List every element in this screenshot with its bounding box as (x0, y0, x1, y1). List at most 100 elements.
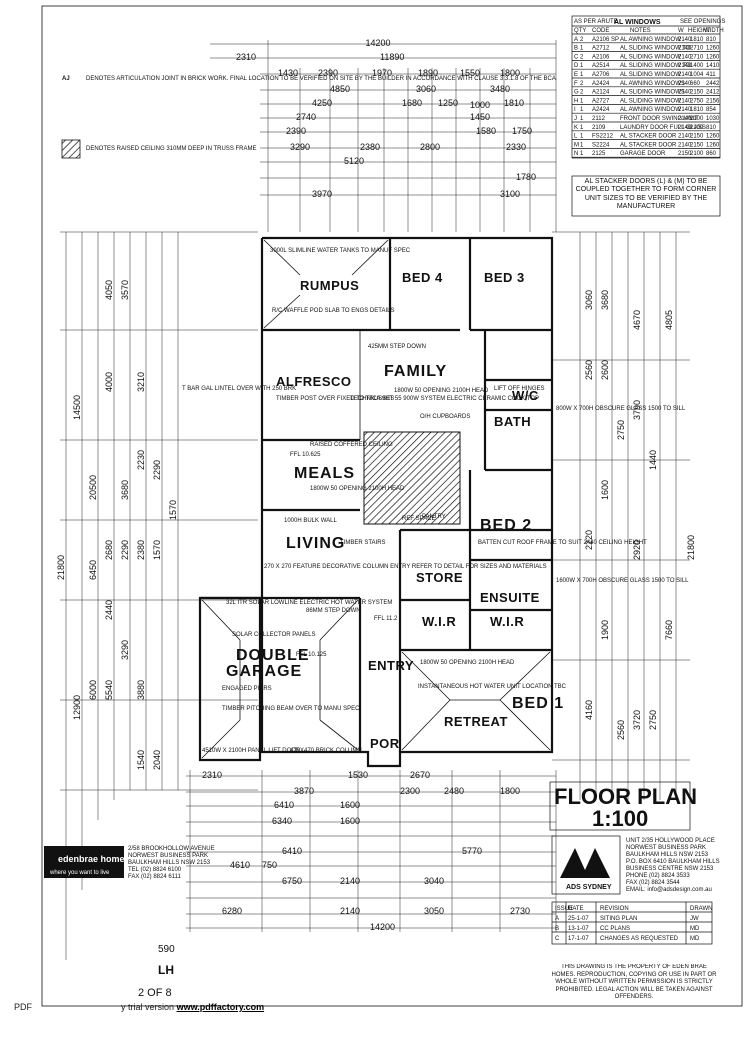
dim-bottom-6: 1800 (500, 786, 520, 796)
note-ffl-garage: FFL 10.125 (296, 652, 327, 658)
dim-top-5: 1890 (418, 68, 438, 78)
schedule-cell: 1260 (706, 54, 720, 60)
page-labels: 590 LH 2 OF 8 (138, 944, 175, 999)
dim-right-6: 3790 (632, 400, 642, 420)
note-garage-door: 4510W X 2100H PANEL LIFT DOOR (202, 748, 301, 754)
schedule-cell: 1260 (706, 46, 720, 52)
dim-top-9: 3060 (416, 84, 436, 94)
schedule-cell: AL SLIDING WINDOW TD (620, 63, 691, 69)
schedule-cell: 2140 (678, 107, 692, 113)
note-waffle-slab: R/C WAFFLE POD SLAB TO ENGS DETAILS (272, 308, 394, 314)
schedule-cell: 1004 (690, 72, 704, 78)
note-t-bar: T BAR GAL LINTEL OVER WITH 250 BRK (182, 386, 296, 392)
dim-bottom-13: 4610 (230, 860, 250, 870)
copyright-notice: THIS DRAWING IS THE PROPERTY OF EDEN BRA… (551, 964, 717, 1000)
schedule-cell: 1 (580, 72, 584, 78)
title-block: FLOOR PLAN 1:100 ADS SYDNEY UNIT 2/35 HO… (549, 781, 720, 1000)
schedule-cell: A2706 (592, 72, 610, 78)
dim-bottom-15: 6280 (222, 906, 242, 916)
revision-cell: 13-1-07 (568, 926, 589, 932)
schedule-cell: 2710 (690, 46, 704, 52)
room-pantry: PANTRY (422, 514, 446, 520)
dim-left-2: 12900 (72, 695, 82, 720)
drafter-address-line: UNIT 2/35 HOLLYWOOD PLACE (626, 838, 715, 844)
drafter-address-line: PHONE (02) 8824 3533 (626, 873, 690, 879)
footer-text: y trial version (121, 1002, 177, 1012)
dim-bottom-3: 3870 (294, 786, 314, 796)
schedule-cell: 2140 (678, 116, 692, 122)
schedule-cell: 2 (580, 37, 584, 43)
note-step-down-garage: 86MM STEP DOWN (306, 608, 361, 614)
schedule-cell: A2514 (592, 63, 610, 69)
schedule-cell: 2 (580, 54, 584, 60)
schedule-cell: 2140 (678, 142, 692, 148)
schedule-cell: A2106 SP (592, 37, 619, 43)
schedule-cell: 2750 (690, 98, 704, 104)
dim-left-4: 3570 (120, 280, 130, 300)
schedule-cell: AL STACKER DOOR (620, 142, 677, 148)
schedule-cell: B (574, 46, 578, 52)
dim-top-27: 3970 (312, 189, 332, 199)
pdffactory-link[interactable]: www.pdffactory.com (176, 1002, 265, 1012)
dim-right-12: 7660 (664, 620, 674, 640)
schedule-col-height: HEIGHT (688, 28, 711, 34)
dim-right-16: 2750 (648, 710, 658, 730)
dim-right-14: 4160 (584, 700, 594, 720)
schedule-cell: 2140 (678, 46, 692, 52)
overall-depth-dim: 21800 (56, 555, 66, 580)
dim-left-9: 3680 (120, 480, 130, 500)
dim-top-25: 2330 (506, 142, 526, 152)
dim-left-1: 20500 (88, 475, 98, 500)
note-cupboards: O/H CUPBOARDS (420, 414, 470, 420)
schedule-cell: 1810 (690, 107, 704, 113)
schedule-cell: FS2212 (592, 134, 614, 140)
schedule-cell: A2727 (592, 98, 610, 104)
schedule-cell: 2710 (690, 54, 704, 60)
dim-right-3: 4805 (664, 310, 674, 330)
schedule-cell: 1 (580, 116, 584, 122)
dim-top-18: 2390 (286, 126, 306, 136)
schedule-cell: 2150 (690, 90, 704, 96)
dim-top-22: 1750 (512, 126, 532, 136)
note-brick-column: 470X470 BRICK COLUMN (290, 748, 362, 754)
building-walls (198, 236, 554, 768)
revision-header: DATE (568, 906, 584, 912)
builder-block: edenbrae homes where you want to live 2/… (44, 846, 215, 880)
dim-top-13: 1250 (438, 98, 458, 108)
schedule-cell: 810 (706, 37, 717, 43)
schedule-cell: 2442 (706, 81, 720, 87)
schedule-cell: 2 (580, 90, 584, 96)
room-bed2: BED 2 (480, 517, 532, 534)
schedule-col-code: CODE (592, 28, 609, 34)
dim-top-2: 1430 (278, 68, 298, 78)
dim-bottom-8: 1600 (340, 800, 360, 810)
room-alfresco: ALFRESCO (276, 374, 352, 389)
builder-address-line: 2/58 BROOKHOLLOW AVENUE (128, 846, 215, 852)
schedule-cell: 2100 (690, 151, 704, 157)
note-opening-meals: 1800W 50 OPENING 2100H HEAD (310, 486, 405, 492)
legend-raised-ceiling: DENOTES RAISED CEILING 310MM DEEP IN TRU… (86, 146, 256, 152)
revision-cell: 25-1-07 (568, 916, 589, 922)
schedule-cell: 810 (706, 125, 717, 131)
room-wir-2: W.I.R (490, 614, 524, 629)
dim-left-22: 2040 (152, 750, 162, 770)
dim-left-0: 14500 (72, 395, 82, 420)
revision-cell: CC PLANS (600, 926, 630, 932)
schedule-cell: 1 (580, 151, 584, 157)
dim-left-11: 1570 (168, 500, 178, 520)
schedule-cell: AL SLIDING WINDOW (620, 98, 681, 104)
schedule-cell: AL AWNING WINDOW (620, 37, 681, 43)
dim-right-2: 4670 (632, 310, 642, 330)
dim-bottom-4: 2300 (400, 786, 420, 796)
builder-tagline: where you want to live (49, 870, 110, 876)
dim-bottom-18: 3050 (424, 906, 444, 916)
schedule-cell: M (574, 142, 579, 148)
schedule-cell: 2150 (690, 134, 704, 140)
room-garage-1: DOUBLE (236, 647, 310, 664)
stacker-note: AL STACKER DOORS (L) & (M) TO BE COUPLED… (571, 175, 721, 217)
dim-bottom-19: 2730 (510, 906, 530, 916)
room-retreat: RETREAT (444, 714, 508, 729)
schedule-cell: 411 (706, 72, 716, 78)
